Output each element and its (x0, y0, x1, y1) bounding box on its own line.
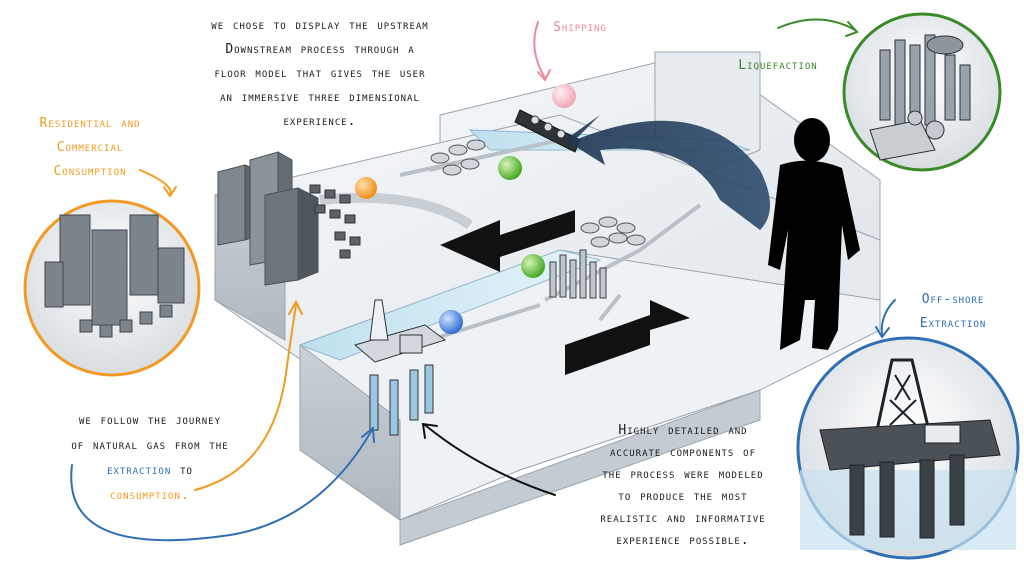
blue-marker (439, 310, 463, 334)
detail-caption: Highly detailed and accurate components … (568, 420, 798, 552)
consumption-word: consumption. (110, 488, 190, 503)
extraction-word: extraction (107, 463, 172, 478)
residential-inset (23, 199, 201, 377)
journey-line: extraction to (30, 458, 270, 483)
intro-line: Downstream process through a (225, 42, 415, 57)
person-silhouette (768, 118, 860, 350)
offshore-line: Extraction (919, 316, 987, 331)
journey-line: we follow the journey (78, 413, 221, 428)
liquefaction-inset (842, 12, 1002, 172)
intro-line: an immersive three dimensional (220, 90, 420, 105)
pink-marker (552, 84, 576, 108)
offshore-line: Off-shore (921, 292, 985, 307)
green-marker (498, 156, 522, 180)
green-marker (521, 254, 545, 278)
offshore-inset (796, 336, 1020, 560)
journey-line: of natural gas from the (71, 438, 229, 453)
shipping-label: Shipping (553, 20, 607, 35)
offshore-rig-model (353, 299, 447, 436)
intro-line: floor model that gives the user (214, 66, 426, 81)
liquefaction-plant-model (549, 249, 607, 299)
detail-line: the process were modeled (602, 467, 764, 482)
intro-line: we chose to display the upstream (211, 18, 429, 33)
process-markers (355, 84, 576, 334)
residential-label: Residential and Commercial Consumption (20, 112, 160, 184)
city-model (217, 151, 361, 286)
residential-line: Residential and (39, 116, 141, 131)
detail-line: to produce the most (618, 489, 748, 504)
callout-arrows (70, 18, 896, 542)
storage-tanks (430, 139, 646, 248)
detail-line: experience possible. (616, 533, 750, 548)
residential-line: Commercial (56, 140, 124, 155)
to-word: to (180, 463, 193, 478)
detail-line: realistic and informative (600, 511, 766, 526)
intro-caption: we chose to display the upstream Downstr… (170, 14, 470, 134)
journey-caption: we follow the journey of natural gas fro… (30, 408, 270, 508)
offshore-label: Off-shore Extraction (898, 288, 1008, 336)
flow-arrows (440, 115, 770, 375)
liquefaction-label: Liquefaction (738, 58, 818, 73)
intro-line: experience. (283, 114, 357, 129)
detail-line: Highly detailed and (618, 423, 748, 438)
detail-line: accurate components of (609, 445, 757, 460)
residential-line: Consumption (53, 164, 127, 179)
orange-marker (355, 177, 377, 199)
tanker-ship (514, 109, 581, 153)
